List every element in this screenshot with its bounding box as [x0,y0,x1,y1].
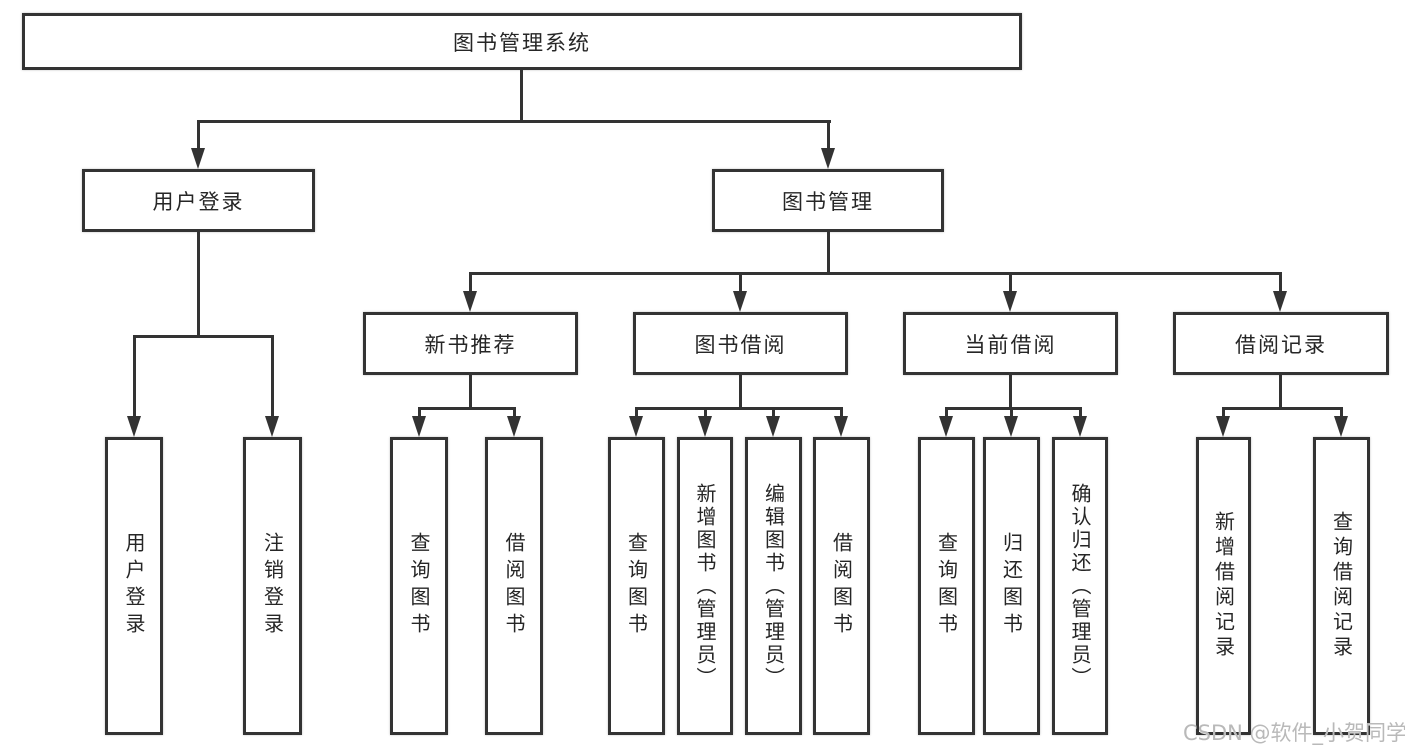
connector-arrow [127,335,141,437]
leaf-label: 注销登录 [260,532,285,640]
leaf-add-borrow-record: 新增借阅记录 [1196,437,1251,735]
leaf-label: 借阅图书 [502,532,526,640]
connector-arrow [1004,407,1018,437]
connector-line-management-stub [827,232,830,275]
connector-line-recommend-stub [469,375,472,410]
leaf-borrow-books: 借阅图书 [485,437,543,735]
node-new-book-recommendation: 新书推荐 [363,312,578,375]
watermark: CSDN @软件_小贺同学 [1183,721,1405,745]
node-label: 图书管理 [782,189,874,214]
leaf-label: 新增图书（管理员） [693,482,717,690]
node-book-management: 图书管理 [712,169,944,232]
leaf-query-books: 查询图书 [608,437,665,735]
leaf-label: 查询图书 [407,532,431,640]
node-library-management-system: 图书管理系统 [22,13,1022,70]
leaf-return-books: 归还图书 [983,437,1040,735]
connector-line-borrow [635,407,843,410]
leaf-borrow-books: 借阅图书 [813,437,870,735]
connector-line-recommend [418,407,515,410]
leaf-edit-books-admin: 编辑图书（管理员） [745,437,802,735]
connector-line-borrow-stub [739,375,742,410]
node-user-login: 用户登录 [82,169,315,232]
leaf-add-books-admin: 新增图书（管理员） [677,437,733,735]
connector-line-current-stub [1009,375,1012,410]
connector-arrow [939,407,953,437]
connector-line-login-stub [197,232,200,338]
connector-arrow [1216,407,1230,437]
node-label: 借阅记录 [1235,332,1327,357]
node-current-borrowing: 当前借阅 [903,312,1118,375]
leaf-confirm-return-admin: 确认归还（管理员） [1052,437,1108,735]
connector-arrow [766,407,780,437]
connector-arrow [1273,272,1287,312]
node-borrowing-records: 借阅记录 [1173,312,1389,375]
connector-arrow [191,120,205,169]
node-label: 新书推荐 [424,332,517,357]
connector-arrow [1003,272,1017,312]
leaf-label: 确认归还（管理员） [1068,482,1092,690]
leaf-label: 归还图书 [999,532,1024,640]
connector-arrow [265,335,279,437]
connector-line-records-stub [1279,375,1282,410]
leaf-logout: 注销登录 [243,437,302,735]
connector-arrow [698,407,712,437]
connector-arrow [733,272,747,312]
leaf-user-login: 用户登录 [105,437,163,735]
leaf-label: 查询图书 [934,532,959,640]
connector-arrow [463,272,477,312]
leaf-query-books: 查询图书 [390,437,448,735]
leaf-label: 新增借阅记录 [1211,511,1236,661]
leaf-label: 用户登录 [122,532,146,640]
leaf-query-borrow-record: 查询借阅记录 [1313,437,1370,735]
leaf-label: 编辑图书（管理员） [761,482,786,690]
connector-line-root-stub [520,70,523,123]
connector-arrow [629,407,643,437]
connector-arrow [821,120,835,169]
connector-arrow [1334,407,1348,437]
node-label: 当前借阅 [964,332,1057,357]
connector-arrow [507,407,521,437]
connector-line-login [133,335,274,338]
connector-line-current [945,407,1082,410]
leaf-label: 借阅图书 [829,532,854,640]
node-label: 图书管理系统 [453,30,591,55]
node-book-borrowing: 图书借阅 [633,312,848,375]
leaf-label: 查询图书 [624,532,649,640]
connector-line-level2 [197,120,831,123]
connector-arrow [412,407,426,437]
leaf-query-books: 查询图书 [918,437,975,735]
node-label: 用户登录 [152,189,245,214]
connector-line-level3 [469,272,1282,275]
leaf-label: 查询借阅记录 [1329,511,1354,661]
connector-arrow [1073,407,1087,437]
node-label: 图书借阅 [694,332,787,357]
connector-line-records [1222,407,1343,410]
connector-arrow [834,407,848,437]
